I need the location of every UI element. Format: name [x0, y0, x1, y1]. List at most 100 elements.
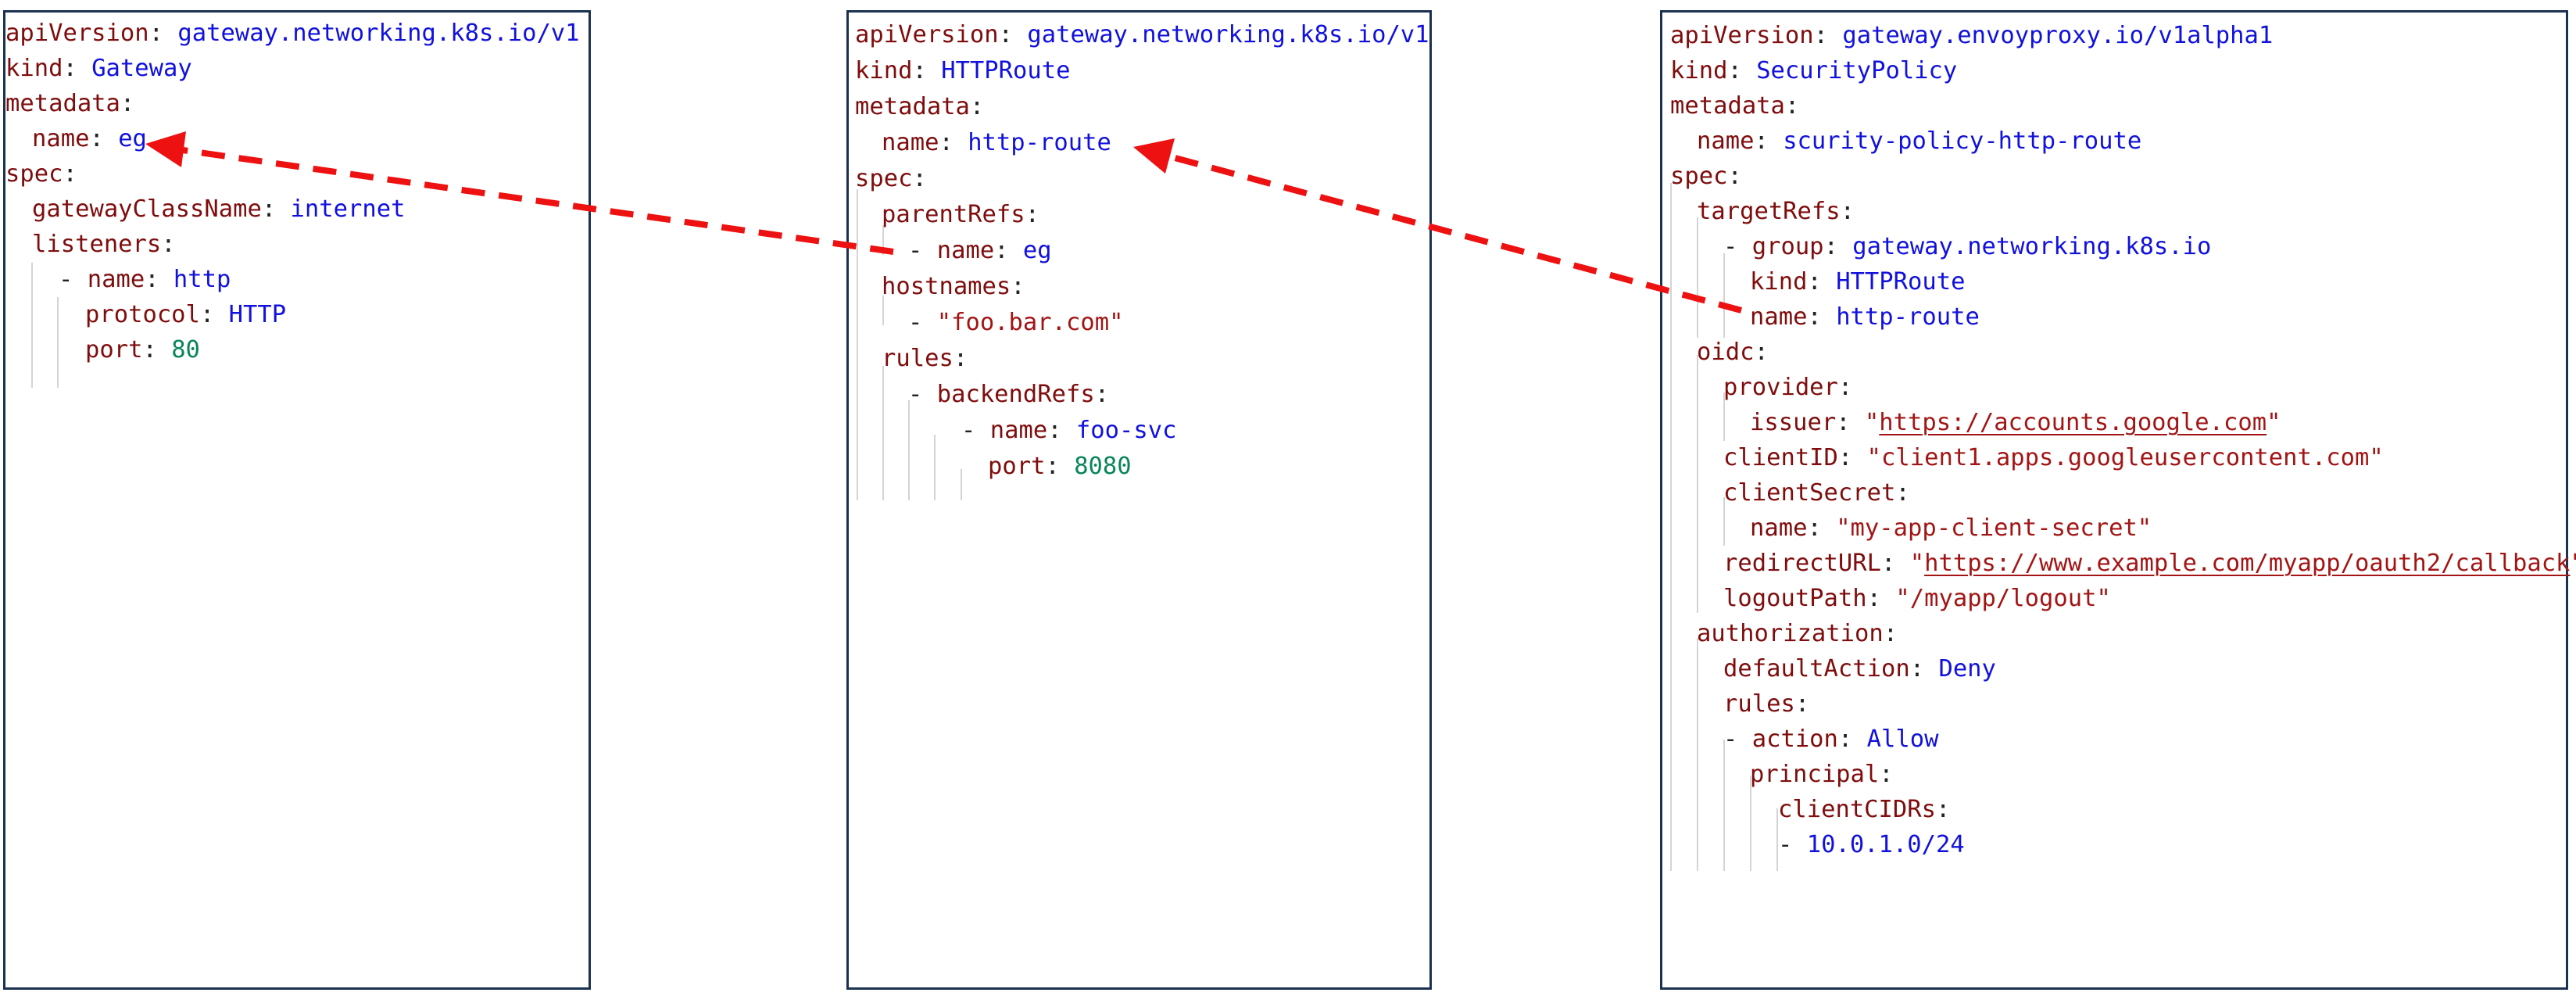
- yaml-key: metadata: [5, 90, 120, 117]
- yaml-key: apiVersion: [855, 21, 999, 48]
- yaml-key: authorization: [1697, 620, 1884, 647]
- yaml-line-hostnames: hostnames:: [882, 273, 1025, 300]
- yaml-value: http-route: [968, 129, 1111, 156]
- yaml-key: spec: [855, 165, 913, 192]
- yaml-line-listener-name: - name: http: [59, 266, 231, 293]
- yaml-key: spec: [1670, 163, 1728, 190]
- yaml-key: backendRefs: [936, 381, 1095, 408]
- indent-guide: [882, 366, 884, 500]
- yaml-value: http-route: [1836, 303, 1980, 331]
- yaml-line-targetrefs: targetRefs:: [1697, 198, 1855, 225]
- yaml-line-oidc: oidc:: [1697, 339, 1769, 366]
- yaml-key: metadata: [855, 93, 970, 120]
- yaml-line-target-kind: kind: HTTPRoute: [1750, 268, 1966, 296]
- yaml-key: action: [1751, 726, 1838, 753]
- yaml-value: HTTPRoute: [941, 57, 1071, 84]
- yaml-value: Gateway: [91, 55, 192, 82]
- yaml-line-apiversion: apiVersion: gateway.networking.k8s.io/v1: [5, 20, 580, 47]
- yaml-line-authorization: authorization:: [1697, 620, 1898, 647]
- yaml-key: rules: [1723, 690, 1795, 718]
- yaml-line-kind: kind: HTTPRoute: [855, 57, 1071, 84]
- yaml-key: principal: [1750, 761, 1880, 788]
- yaml-key: kind: [1750, 268, 1808, 296]
- redirect-url-link[interactable]: https://www.example.com/myapp/oauth2/cal…: [1924, 550, 2571, 577]
- yaml-line-rules: rules:: [882, 345, 968, 372]
- yaml-key: name: [936, 237, 995, 264]
- indent-guide: [934, 435, 936, 500]
- yaml-value: scurity-policy-http-route: [1783, 127, 2142, 155]
- yaml-value: 10.0.1.0/24: [1806, 831, 1965, 858]
- yaml-line-backend-name: - name: foo-svc: [961, 417, 1177, 444]
- yaml-key: name: [1750, 303, 1808, 331]
- yaml-value: HTTPRoute: [1836, 268, 1966, 296]
- yaml-line-action: - action: Allow: [1723, 726, 1939, 753]
- yaml-key: provider: [1723, 374, 1838, 401]
- yaml-key: port: [988, 453, 1046, 480]
- yaml-line-port: port: 80: [85, 336, 200, 364]
- yaml-value: "foo.bar.com": [936, 309, 1124, 336]
- indent-guide: [57, 297, 59, 388]
- yaml-line-apiversion: apiVersion: gateway.networking.k8s.io/v1: [855, 21, 1429, 48]
- yaml-key: targetRefs: [1697, 198, 1841, 225]
- yaml-key: name: [1697, 127, 1755, 155]
- indent-guide: [1723, 253, 1725, 338]
- yaml-line-name: name: scurity-policy-http-route: [1697, 127, 2142, 155]
- yaml-value: Deny: [1938, 655, 1996, 683]
- yaml-key: gatewayClassName: [32, 195, 262, 223]
- yaml-line-redirecturl: redirectURL: "https://www.example.com/my…: [1723, 550, 2576, 577]
- securitypolicy-yaml-panel: apiVersion: gateway.envoyproxy.io/v1alph…: [1660, 10, 2576, 990]
- yaml-value: internet: [290, 195, 406, 223]
- yaml-line-protocol: protocol: HTTP: [85, 301, 287, 328]
- yaml-key: hostnames: [882, 273, 1011, 300]
- yaml-key: metadata: [1670, 92, 1785, 120]
- yaml-line-spec: spec:: [855, 165, 927, 192]
- yaml-line-spec: spec:: [5, 160, 77, 188]
- indent-guide: [1697, 638, 1698, 871]
- indent-guide: [1670, 183, 1672, 871]
- yaml-key: protocol: [85, 301, 200, 328]
- indent-guide: [882, 296, 884, 325]
- indent-guide: [1723, 392, 1725, 441]
- yaml-key: name: [1750, 514, 1808, 542]
- yaml-value: gateway.networking.k8s.io/v1: [1027, 21, 1429, 48]
- yaml-key: name: [989, 417, 1048, 444]
- yaml-value: "client1.apps.googleusercontent.com": [1866, 444, 2384, 471]
- yaml-key: issuer: [1750, 409, 1837, 436]
- yaml-line-hostname: - "foo.bar.com": [908, 309, 1124, 336]
- yaml-line-parentrefs: parentRefs:: [882, 201, 1040, 228]
- indent-guide: [1697, 217, 1698, 338]
- yaml-key: spec: [5, 160, 63, 188]
- yaml-line-name: name: http-route: [882, 129, 1111, 156]
- yaml-key: name: [87, 266, 145, 293]
- yaml-key: name: [882, 129, 939, 156]
- yaml-line-logoutpath: logoutPath: "/myapp/logout": [1723, 585, 2111, 612]
- yaml-line-kind: kind: SecurityPolicy: [1670, 57, 1958, 84]
- yaml-value: SecurityPolicy: [1756, 57, 1958, 84]
- httproute-yaml-panel: apiVersion: gateway.networking.k8s.io/v1…: [846, 10, 1432, 990]
- yaml-line-apiversion: apiVersion: gateway.envoyproxy.io/v1alph…: [1670, 22, 2274, 49]
- yaml-key: parentRefs: [882, 201, 1025, 228]
- indent-guide: [1697, 355, 1698, 613]
- yaml-line-defaultaction: defaultAction: Deny: [1723, 655, 1996, 683]
- yaml-key: name: [32, 125, 90, 152]
- yaml-key: logoutPath: [1723, 585, 1867, 612]
- yaml-line-rules: rules:: [1723, 690, 1810, 718]
- yaml-key: kind: [1670, 57, 1728, 84]
- yaml-line-gatewayclassname: gatewayClassName: internet: [32, 195, 406, 223]
- indent-guide: [961, 469, 962, 500]
- yaml-value: gateway.envoyproxy.io/v1alpha1: [1842, 22, 2274, 49]
- yaml-value: 8080: [1074, 453, 1132, 480]
- yaml-key: kind: [855, 57, 913, 84]
- yaml-value: gateway.networking.k8s.io/v1: [177, 20, 580, 47]
- issuer-link[interactable]: https://accounts.google.com: [1879, 409, 2267, 436]
- yaml-value: gateway.networking.k8s.io: [1852, 233, 2212, 260]
- yaml-value: HTTP: [228, 301, 287, 328]
- yaml-line-issuer: issuer: "https://accounts.google.com": [1750, 409, 2281, 436]
- yaml-key: oidc: [1697, 339, 1755, 366]
- indent-guide: [1750, 776, 1751, 871]
- indent-guide: [31, 263, 33, 388]
- yaml-line-backendrefs: - backendRefs:: [908, 381, 1110, 408]
- yaml-line-kind: kind: Gateway: [5, 55, 192, 82]
- yaml-line-spec: spec:: [1670, 163, 1742, 190]
- yaml-line-cidr: - 10.0.1.0/24: [1778, 831, 1965, 858]
